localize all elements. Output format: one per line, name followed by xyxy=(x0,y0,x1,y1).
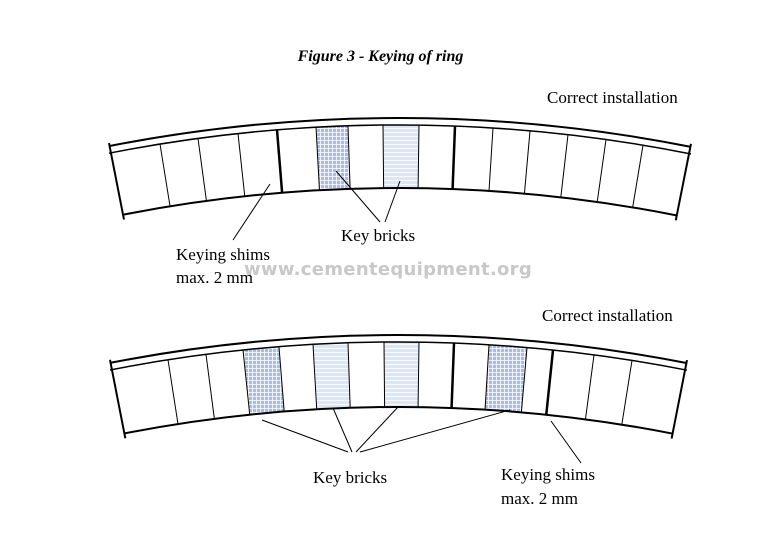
bottom-shim-label-line1: Keying shims xyxy=(501,465,595,484)
brick-joint xyxy=(312,344,318,410)
brick-joint xyxy=(197,138,207,201)
brick-joint xyxy=(205,354,215,419)
brick-joint xyxy=(632,145,644,208)
brick-joint xyxy=(584,354,595,420)
lining-hot-face xyxy=(122,187,678,217)
brick-joint xyxy=(383,342,386,408)
bottom-key-leader-3 xyxy=(355,406,399,453)
lining-hot-face xyxy=(123,405,674,435)
watermark: www.cementequipment.org xyxy=(244,259,533,280)
top-shim-leader xyxy=(232,183,271,241)
brick-joint xyxy=(315,127,320,191)
ring-right-end xyxy=(670,359,688,439)
brick-joint xyxy=(237,133,246,197)
bottom-heading: Correct installation xyxy=(542,306,673,325)
ring-top xyxy=(108,117,692,221)
bottom-key-leader-1 xyxy=(261,419,349,453)
shell-outer-line xyxy=(109,333,688,365)
bottom-key-leader-2 xyxy=(332,407,353,453)
key-brick-fill xyxy=(384,342,419,408)
brick-joint xyxy=(347,125,351,189)
brick-joint xyxy=(488,127,494,191)
shell-inner-line xyxy=(109,341,688,371)
brick-joint xyxy=(484,344,490,410)
brick-joint xyxy=(242,350,251,415)
bottom-shim-label-line2: max. 2 mm xyxy=(501,489,578,508)
key-brick-fill xyxy=(243,346,285,415)
brick-joint xyxy=(417,342,420,408)
keying-shim xyxy=(275,129,284,193)
shell-outer-line xyxy=(108,117,692,148)
shell-inner-line xyxy=(108,124,692,155)
bottom-key-bricks-label: Key bricks xyxy=(313,468,388,487)
bottom-key-leader-4 xyxy=(359,409,511,453)
top-key-leader-2 xyxy=(384,180,401,223)
brick-joint xyxy=(347,342,351,408)
brick-joint xyxy=(621,360,633,425)
ring-right-end xyxy=(674,143,692,221)
brick-joint xyxy=(382,125,385,189)
figure-title: Figure 3 - Keying of ring xyxy=(297,48,464,65)
brick-joint xyxy=(167,359,179,425)
key-brick-fill xyxy=(485,344,527,413)
ring-left-end xyxy=(109,359,127,439)
keying-shim xyxy=(450,343,456,409)
top-heading: Correct installation xyxy=(547,88,678,107)
brick-joint xyxy=(520,347,528,413)
brick-joint xyxy=(417,125,420,189)
brick-joint xyxy=(560,134,569,198)
key-brick-fill xyxy=(383,125,419,189)
bottom-shim-leader xyxy=(550,420,582,464)
top-key-leader-1 xyxy=(335,170,381,223)
brick-joint xyxy=(523,130,531,194)
leader-lines xyxy=(232,170,582,464)
key-brick-fill xyxy=(316,125,351,191)
brick-joint xyxy=(596,139,607,203)
keying-shim xyxy=(451,126,457,190)
top-key-bricks-label: Key bricks xyxy=(341,226,416,245)
brick-joint xyxy=(159,144,171,207)
top-shim-label-line1: Keying shims xyxy=(176,245,270,264)
ring-bottom xyxy=(109,333,688,439)
top-shim-label-line2: max. 2 mm xyxy=(176,268,253,287)
key-brick-fill xyxy=(313,342,351,410)
ring-left-end xyxy=(108,142,125,220)
brick-joint xyxy=(278,346,285,412)
keying-shim xyxy=(545,349,555,415)
